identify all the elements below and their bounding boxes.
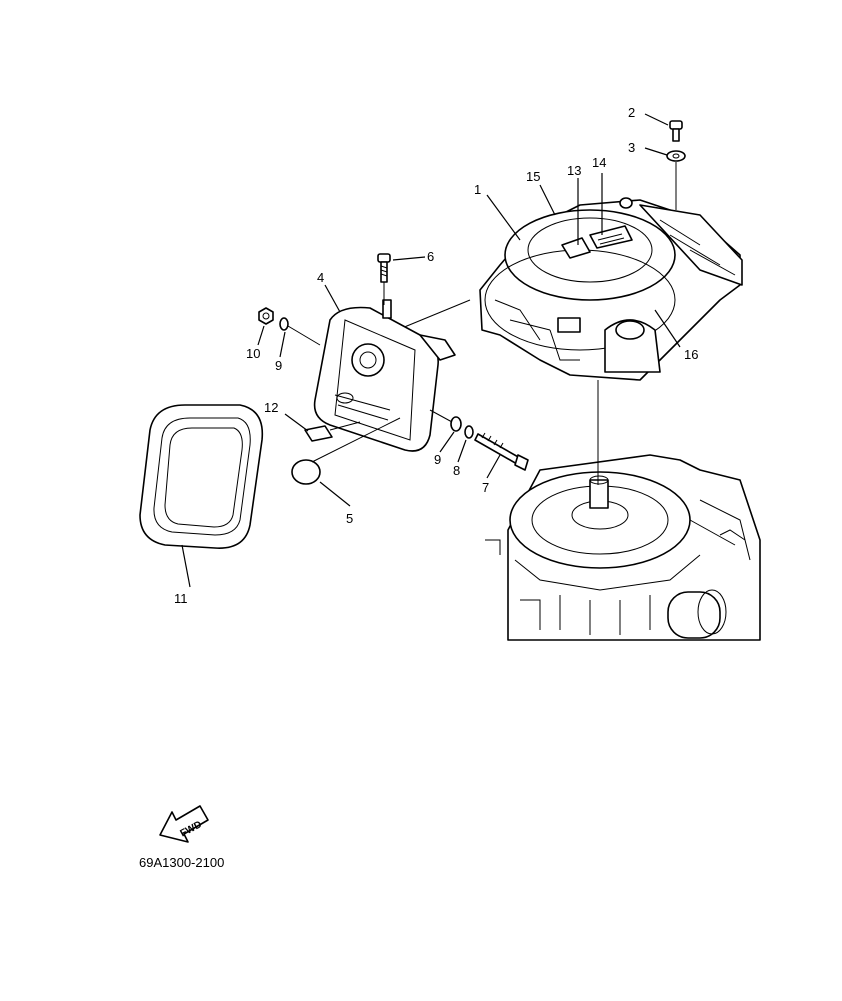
callout-14: 14 xyxy=(592,155,606,170)
callout-6: 6 xyxy=(427,249,434,264)
washer-3 xyxy=(666,150,686,162)
callout-10: 10 xyxy=(246,346,260,361)
cap-5 xyxy=(291,417,401,485)
leader-lines xyxy=(181,113,681,588)
callouts: 1 2 3 4 5 6 7 8 9 9 10 11 12 13 14 15 16 xyxy=(174,105,698,606)
filter-element-11 xyxy=(139,404,264,549)
washer-9-left xyxy=(279,317,289,331)
bolt-7 xyxy=(474,432,529,471)
drawing-code: 69A1300-2100 xyxy=(139,855,224,870)
callout-12: 12 xyxy=(264,400,278,415)
fwd-arrow: FWD xyxy=(159,805,209,843)
callout-9-right: 9 xyxy=(434,452,441,467)
callout-4: 4 xyxy=(317,270,324,285)
callout-9-left: 9 xyxy=(275,358,282,373)
washer-8 xyxy=(464,425,474,439)
callout-11: 11 xyxy=(174,591,188,606)
intake-silencer xyxy=(313,299,456,452)
engine-powerhead xyxy=(485,454,761,641)
callout-8: 8 xyxy=(453,463,460,478)
callout-2: 2 xyxy=(628,105,635,120)
bolt-6 xyxy=(377,253,391,283)
callout-1: 1 xyxy=(474,182,481,197)
callout-13: 13 xyxy=(567,163,581,178)
callout-7: 7 xyxy=(482,480,489,495)
label-12 xyxy=(304,425,333,442)
nut-10 xyxy=(258,307,274,325)
bolt-2 xyxy=(669,120,683,142)
callout-15: 15 xyxy=(526,169,540,184)
washer-9-right xyxy=(450,416,462,432)
callout-16: 16 xyxy=(684,347,698,362)
flywheel-cover xyxy=(479,197,743,381)
callout-3: 3 xyxy=(628,140,635,155)
callout-5: 5 xyxy=(346,511,353,526)
